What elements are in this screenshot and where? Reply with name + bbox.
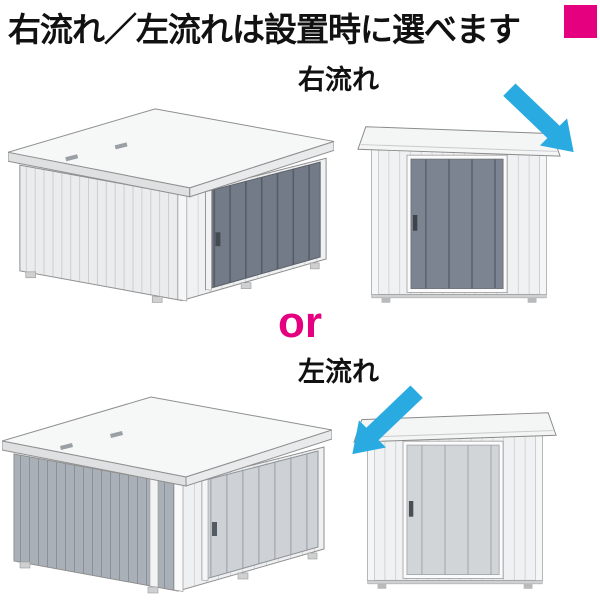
label-right-flow: 右流れ	[298, 65, 379, 96]
door-handle	[408, 500, 414, 517]
slope-arrow-left-icon	[352, 385, 423, 455]
door-frame	[201, 479, 209, 581]
front-view-left-flow	[353, 412, 557, 589]
door-handle	[412, 214, 418, 231]
label-left-flow: 左流れ	[298, 357, 379, 388]
or-label: or	[278, 298, 322, 347]
shed-feet	[25, 262, 320, 303]
door-handle	[215, 232, 221, 247]
base-rail	[367, 580, 543, 585]
corner-trim-right	[535, 434, 543, 581]
accent-square	[564, 5, 597, 38]
door-frame	[205, 189, 212, 291]
door-handle	[212, 522, 217, 536]
page-title: 右流れ／左流れは設置時に選べます	[8, 11, 521, 48]
shed-roof	[2, 396, 332, 487]
corner-post	[177, 193, 188, 302]
corner-trim-left	[371, 148, 379, 295]
base-rail	[371, 294, 547, 299]
shed-roof	[8, 108, 334, 198]
shed-feet	[19, 552, 318, 594]
label-right-flow-suffix: 流れ	[325, 65, 379, 95]
isometric-shed-left-flow	[2, 396, 332, 594]
label-right-flow-prefix: 右	[298, 65, 325, 95]
isometric-shed-right-flow	[8, 108, 334, 303]
sliding-door	[406, 444, 500, 575]
front-view-right-flow	[357, 126, 561, 303]
label-left-flow-suffix: 流れ	[325, 357, 379, 387]
shed-walls	[13, 446, 325, 592]
side-door-frame	[149, 478, 159, 588]
slope-arrow-right-icon	[503, 83, 574, 153]
corner-post	[173, 482, 184, 592]
sliding-door	[410, 158, 504, 289]
label-left-flow-prefix: 左	[298, 357, 325, 387]
shed-walls	[19, 157, 327, 302]
